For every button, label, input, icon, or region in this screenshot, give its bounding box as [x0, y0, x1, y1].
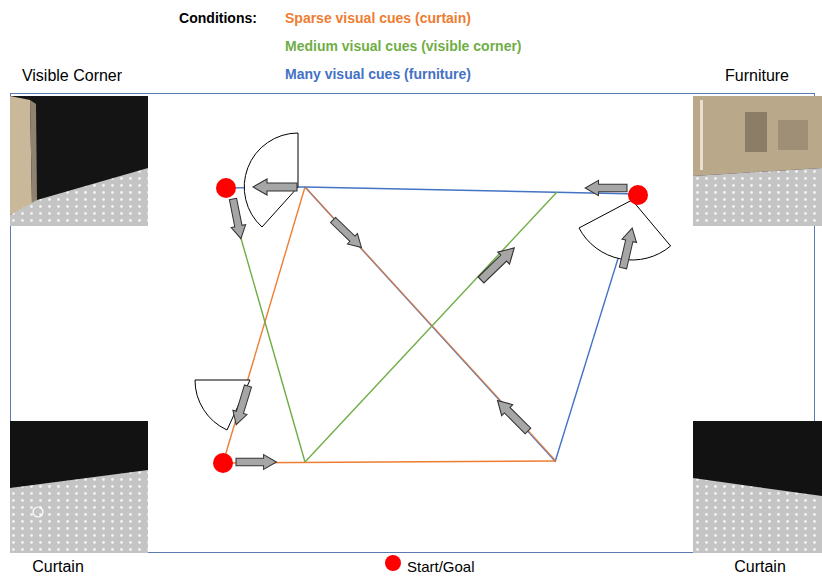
legend-entry: Sparse visual cues (curtain): [285, 10, 471, 26]
legend-text: Many visual cues (furniture): [285, 66, 471, 82]
photo-caption: Furniture: [725, 67, 789, 85]
direction-arrow: [226, 179, 640, 469]
legend-text: Sparse visual cues (curtain): [285, 10, 471, 26]
route-lines: [223, 187, 638, 463]
photo-caption: Curtain: [734, 558, 786, 576]
legend-text: Start/Goal: [407, 558, 475, 575]
photo-caption: Curtain: [32, 558, 84, 576]
legend-text: Medium visual cues (visible corner): [285, 38, 522, 54]
start-goal-dot: [213, 178, 648, 473]
photo-visible-corner: [10, 96, 148, 226]
photo-curtain: [10, 421, 148, 553]
legend-entry: Many visual cues (furniture): [285, 66, 471, 82]
photo-caption: Visible Corner: [22, 67, 122, 85]
legend-swatch: [385, 555, 401, 571]
photo-curtain: [693, 421, 822, 553]
legend-heading: Conditions:: [179, 10, 257, 26]
view-wedge: [195, 133, 671, 430]
legend-entry: Medium visual cues (visible corner): [285, 38, 522, 54]
photo-furniture: [693, 96, 822, 226]
